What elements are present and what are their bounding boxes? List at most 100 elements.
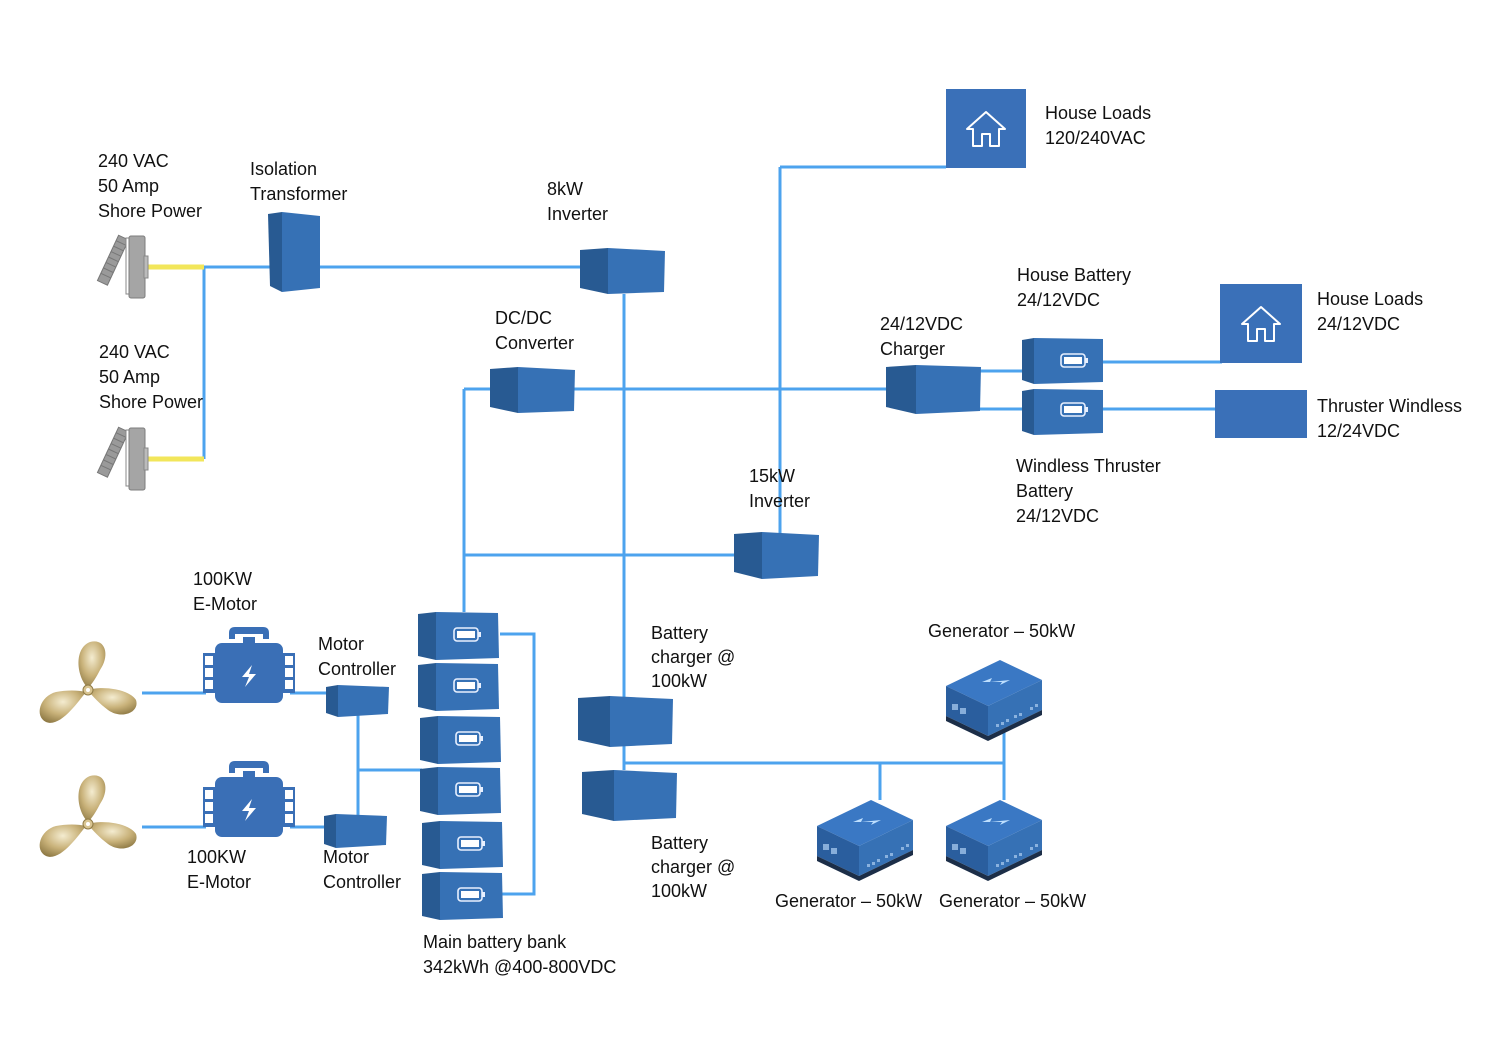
label-line: Charger [880, 339, 946, 359]
label-line: charger @ [651, 647, 736, 667]
battery-icon [1060, 353, 1088, 368]
label-line: 24/12VDC [1016, 506, 1100, 526]
battery-charger-2-label: Battery charger @ 100kW [651, 831, 735, 903]
label-line: Battery [651, 623, 709, 643]
propeller-2 [30, 770, 142, 870]
label-line: charger @ [651, 857, 736, 877]
label-line: Battery [651, 833, 709, 853]
house-loads-ac[interactable] [946, 89, 1026, 168]
e-motor-2-label: 100KW E-Motor [187, 845, 251, 895]
label-line: Inverter [547, 204, 609, 224]
label-line: Converter [495, 333, 575, 353]
windless-thruster-battery-label: Windless Thruster Battery 24/12VDC [1016, 454, 1161, 529]
label-line: 100kW [651, 881, 708, 901]
dcdc-converter-label: DC/DC Converter [495, 306, 574, 356]
propeller-icon [39, 775, 137, 857]
label-line: 240 VAC [99, 342, 170, 362]
label-line: 50 Amp [98, 176, 160, 196]
lightning-icon [853, 818, 881, 825]
propeller-icon [39, 641, 137, 723]
battery-module [420, 767, 502, 815]
inverter-8kw[interactable] [580, 248, 666, 296]
motor-controller-1-label: Motor Controller [318, 632, 396, 682]
label-line: 240 VAC [98, 151, 169, 171]
isolation-transformer[interactable] [268, 210, 324, 294]
label-line: 12/24VDC [1317, 421, 1401, 441]
label-line: 24/12VDC [1017, 290, 1101, 310]
label-line: 100kW [651, 671, 708, 691]
label-line: Motor [323, 847, 370, 867]
battery-charger-1-label: Battery charger @ 100kW [651, 621, 735, 693]
label-line: 100KW [193, 569, 253, 589]
generator-2-label: Generator – 50kW [775, 891, 923, 911]
house-icon [1241, 305, 1281, 342]
lightning-icon [982, 678, 1010, 685]
motor-icon [203, 627, 295, 703]
label-line: Shore Power [98, 201, 203, 221]
label-line: Controller [323, 872, 402, 892]
house-battery-label: House Battery 24/12VDC [1017, 263, 1131, 313]
charger-24-12vdc[interactable] [886, 363, 982, 415]
house-loads-dc-label: House Loads 24/12VDC [1317, 287, 1423, 337]
battery-module [422, 872, 504, 920]
label-line: 24/12VDC [1317, 314, 1401, 334]
plug-icon [96, 234, 149, 299]
label-line: Transformer [250, 184, 348, 204]
generator-3[interactable] [946, 792, 1042, 882]
label-line: House Loads [1045, 103, 1152, 123]
label-line: House Loads [1317, 289, 1424, 309]
lightning-icon [982, 818, 1010, 825]
propeller-1 [30, 636, 142, 736]
lightning-icon [242, 665, 256, 687]
label-line: Windless Thruster [1016, 456, 1161, 476]
isolation-transformer-label: Isolation Transformer [250, 157, 347, 207]
battery-icon [457, 836, 485, 851]
shore-power-plug-2 [96, 426, 152, 492]
e-motor-1[interactable] [203, 625, 295, 705]
label-line: E-Motor [187, 872, 252, 892]
label-line: 100KW [187, 847, 247, 867]
motor-controller-2-label: Motor Controller [323, 845, 401, 895]
inverter-8kw-label: 8kW Inverter [547, 177, 608, 227]
charger-24-12vdc-label: 24/12VDC Charger [880, 312, 963, 362]
motor-controller-1[interactable] [326, 685, 390, 717]
thruster-windless[interactable] [1215, 390, 1307, 438]
dcdc-converter[interactable] [490, 367, 576, 415]
inverter-15kw-label: 15kW Inverter [749, 464, 810, 514]
generator-2[interactable] [817, 792, 913, 882]
battery-charger-1[interactable] [578, 696, 674, 748]
label-line: Isolation [250, 159, 318, 179]
battery-charger-2[interactable] [582, 770, 678, 822]
inverter-15kw[interactable] [734, 532, 820, 580]
house-loads-dc[interactable] [1220, 284, 1302, 363]
motor-icon [203, 761, 295, 837]
battery-module [418, 612, 500, 660]
label-line: 8kW [547, 179, 583, 199]
e-motor-2[interactable] [203, 759, 295, 839]
label-line: E-Motor [193, 594, 258, 614]
house-battery[interactable] [1022, 338, 1104, 384]
battery-module [420, 716, 502, 764]
battery-icon [1060, 402, 1088, 417]
battery-icon [453, 627, 481, 642]
house-icon [966, 110, 1006, 147]
label-line: Shore Power [99, 392, 204, 412]
generator-1[interactable] [946, 652, 1042, 742]
label-line: DC/DC [495, 308, 552, 328]
label-line: 15kW [749, 466, 796, 486]
battery-icon [457, 887, 485, 902]
windless-thruster-battery[interactable] [1022, 389, 1104, 435]
battery-module [422, 821, 504, 869]
e-motor-1-label: 100KW E-Motor [193, 567, 257, 617]
label-line: 24/12VDC [880, 314, 964, 334]
label-line: Main battery bank [423, 932, 567, 952]
wire-battery-loop [500, 632, 536, 896]
shore-power-plug-1 [96, 234, 152, 300]
house-loads-ac-label: House Loads 120/240VAC [1045, 101, 1151, 151]
battery-module [418, 663, 500, 711]
battery-icon [455, 782, 483, 797]
label-line: Controller [318, 659, 397, 679]
motor-controller-2[interactable] [324, 814, 388, 848]
label-line: 120/240VAC [1045, 128, 1146, 148]
